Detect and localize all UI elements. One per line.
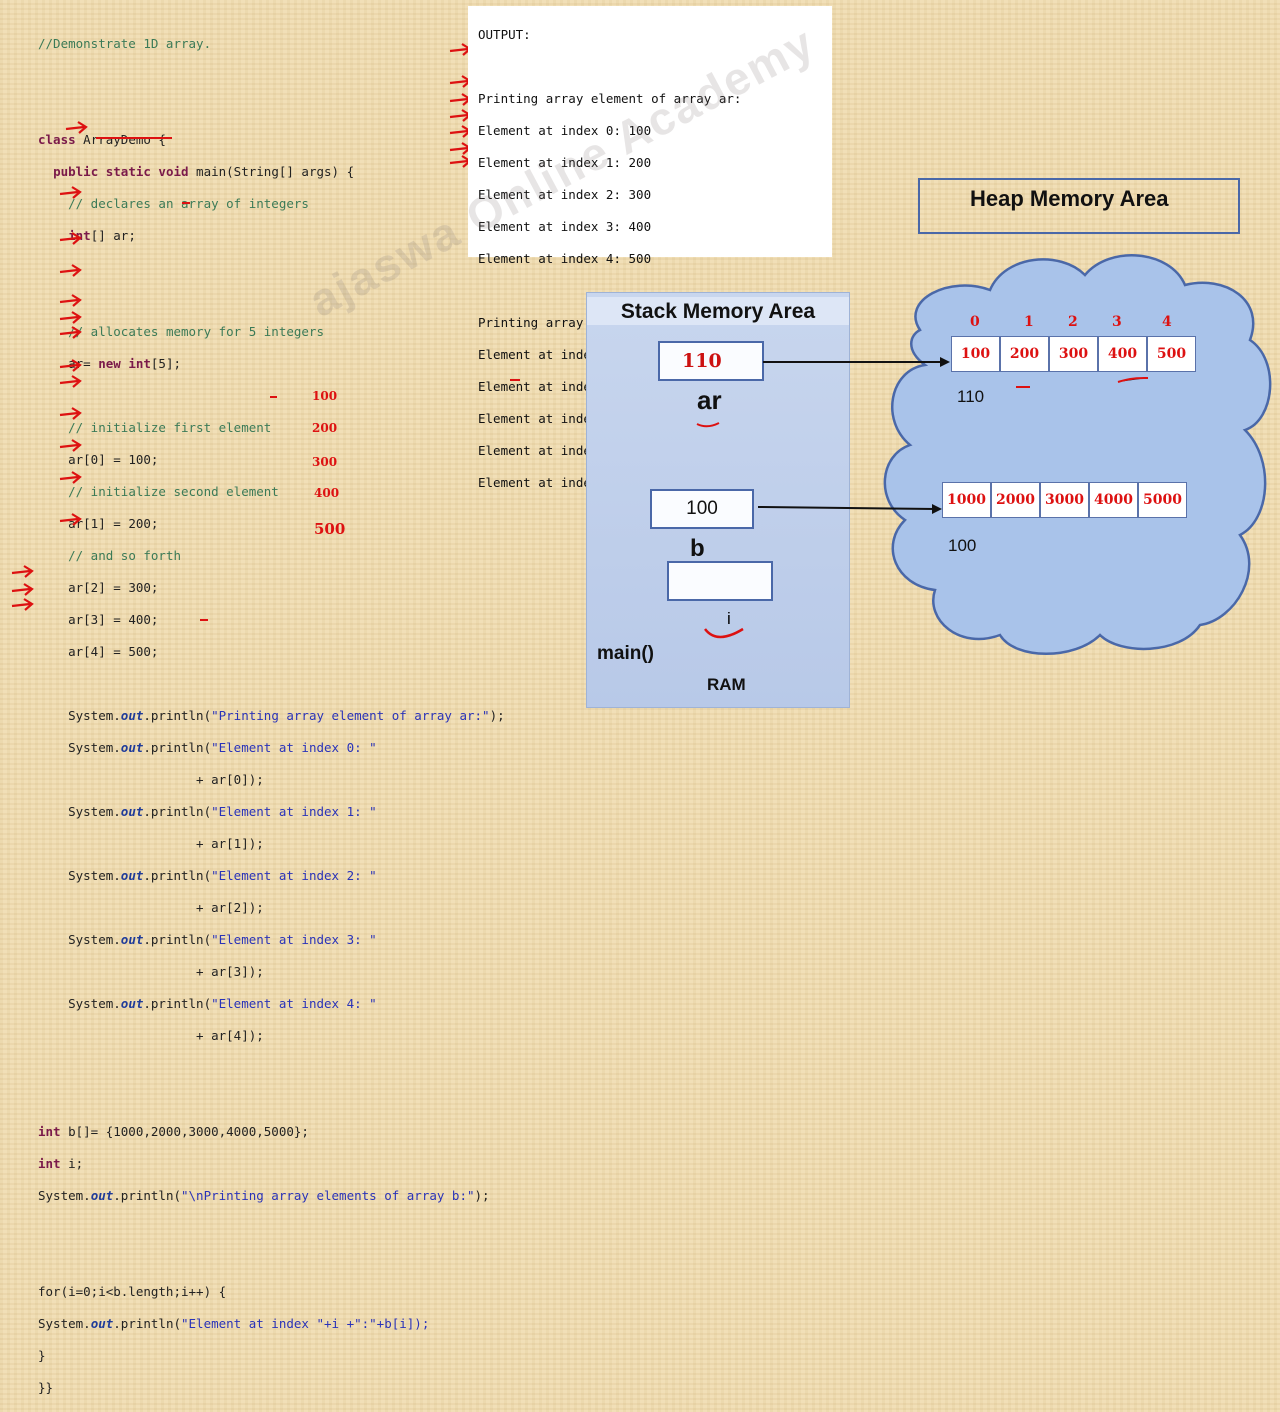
code-line: int b[]= {1000,2000,3000,4000,5000};	[38, 1124, 505, 1140]
code-string: "Element at index "+i +":"+b[i]);	[181, 1316, 429, 1331]
code-text: .println(	[143, 740, 211, 755]
code-text: .println(	[143, 932, 211, 947]
code-text: .println(	[143, 868, 211, 883]
code-line: + ar[1]);	[38, 836, 505, 852]
code-line: + ar[3]);	[38, 964, 505, 980]
code-line: + ar[0]);	[38, 772, 505, 788]
code-text: i;	[61, 1156, 84, 1171]
code-text: + ar[3]);	[196, 964, 264, 979]
code-text: + ar[1]);	[196, 836, 264, 851]
keyword: int	[38, 1156, 61, 1171]
code-line: for(i=0;i<b.length;i++) {	[38, 1284, 505, 1300]
code-text: System.	[38, 1188, 91, 1203]
code-line: System.out.println("Element at index 2: …	[38, 868, 505, 884]
code-field: out	[121, 804, 144, 819]
heap-cell: 5000	[1138, 482, 1187, 518]
code-field: out	[121, 932, 144, 947]
heap-index-label: 0	[970, 314, 980, 330]
code-field: out	[91, 1188, 114, 1203]
code-line: int i;	[38, 1156, 505, 1172]
heap-cell: 200	[1000, 336, 1049, 372]
code-string: "Element at index 2: "	[211, 868, 377, 883]
code-text: System.	[68, 740, 121, 755]
code-line: }	[38, 1348, 505, 1364]
code-field: out	[121, 868, 144, 883]
code-text: System.	[68, 804, 121, 819]
keyword: int	[38, 1124, 61, 1139]
code-text: + ar[2]);	[196, 900, 264, 915]
code-line	[38, 1252, 505, 1268]
code-field: out	[121, 996, 144, 1011]
code-line: + ar[4]);	[38, 1028, 505, 1044]
heap-cell: 1000	[942, 482, 991, 518]
code-string: "Element at index 3: "	[211, 932, 377, 947]
code-line	[38, 1220, 505, 1236]
code-text: System.	[38, 1316, 91, 1331]
heap-cell: 400	[1098, 336, 1147, 372]
code-line: System.out.println("\nPrinting array ele…	[38, 1188, 505, 1204]
heap-index-label: 2	[1068, 314, 1078, 330]
code-text: .println(	[143, 996, 211, 1011]
heap-cell: 3000	[1040, 482, 1089, 518]
code-text: );	[475, 1188, 490, 1203]
code-text: .println(	[113, 1316, 181, 1331]
heap-index-label: 4	[1162, 314, 1172, 330]
heap-cell: 300	[1049, 336, 1098, 372]
code-text: b[]= {1000,2000,3000,4000,5000};	[61, 1124, 309, 1139]
b-address-label: 100	[948, 536, 976, 556]
code-line: }}	[38, 1380, 505, 1396]
heap-index-label: 3	[1112, 314, 1122, 330]
code-text: }}	[38, 1380, 53, 1395]
code-string: "Element at index 1: "	[211, 804, 377, 819]
code-line	[38, 1060, 505, 1076]
code-text: System.	[68, 868, 121, 883]
code-line: System.out.println("Element at index 1: …	[38, 804, 505, 820]
code-line	[38, 1092, 505, 1108]
code-string: "Element at index 0: "	[211, 740, 377, 755]
heap-cell: 500	[1147, 336, 1196, 372]
heap-cell: 4000	[1089, 482, 1138, 518]
code-line: System.out.println("Element at index 0: …	[38, 740, 505, 756]
code-text: + ar[4]);	[196, 1028, 264, 1043]
code-text: .println(	[113, 1188, 181, 1203]
ar-address-label: 110	[957, 387, 984, 407]
code-text: + ar[0]);	[196, 772, 264, 787]
heap-cell: 100	[951, 336, 1000, 372]
code-text: for(i=0;i<b.length;i++) {	[38, 1284, 226, 1299]
code-text: System.	[68, 996, 121, 1011]
heap-index-label: 1	[1024, 314, 1034, 330]
code-string: "Element at index 4: "	[211, 996, 377, 1011]
heap-cell: 2000	[991, 482, 1040, 518]
code-line: System.out.println("Element at index "+i…	[38, 1316, 505, 1332]
code-string: "\nPrinting array elements of array b:"	[181, 1188, 475, 1203]
code-field: out	[91, 1316, 114, 1331]
code-text: .println(	[143, 804, 211, 819]
code-line: System.out.println("Element at index 3: …	[38, 932, 505, 948]
code-line: + ar[2]);	[38, 900, 505, 916]
code-text: }	[38, 1348, 46, 1363]
code-field: out	[121, 740, 144, 755]
code-line: System.out.println("Element at index 4: …	[38, 996, 505, 1012]
code-text: System.	[68, 932, 121, 947]
